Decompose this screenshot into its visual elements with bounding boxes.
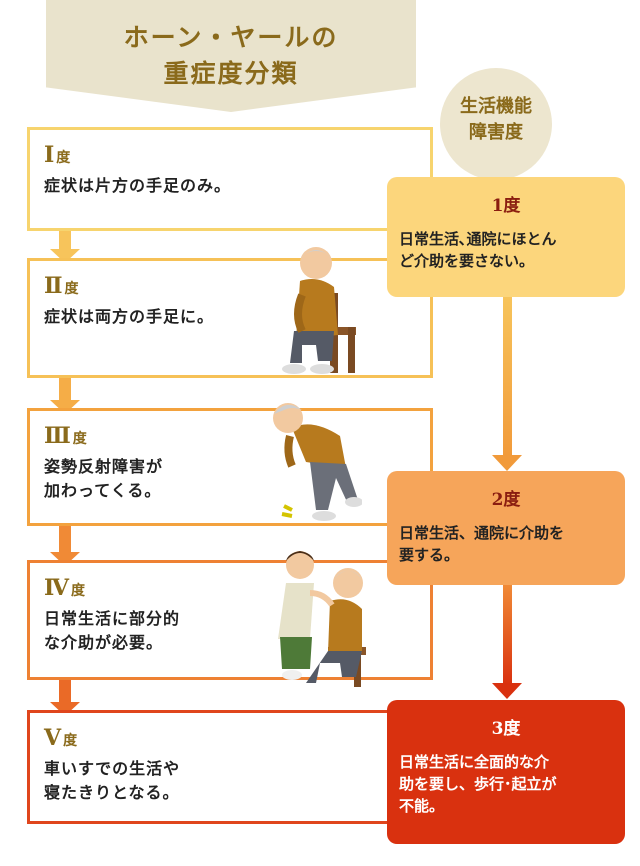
grade-2-box: 2度 日常生活、通院に介助を要する。: [387, 471, 625, 585]
grade-1-box: 1度 日常生活､通院にほとんど介助を要さない。: [387, 177, 625, 297]
stage-3-description: 姿勢反射障害が加わってくる。: [44, 457, 164, 500]
grade-3-label: 3度: [491, 719, 521, 739]
stage-1-description: 症状は片方の手足のみ。: [44, 176, 232, 195]
grade-2-description: 日常生活、通院に介助を要する。: [399, 524, 565, 564]
grade-arrow-2-3: [492, 585, 522, 699]
stage-arrow-4-5: [50, 680, 80, 716]
caregiver-helping-seated-man-icon: [278, 551, 366, 687]
stage-5-description: 車いすでの生活や寝たきりとなる。: [44, 759, 181, 802]
grade-2-label: 2度: [491, 490, 521, 510]
elderly-man-stooping-icon: [273, 403, 362, 521]
grade-1-label: 1度: [491, 196, 521, 216]
grade-arrow-1-2: [492, 297, 522, 471]
diagram-header: ホーン・ヤールの 重症度分類: [46, 0, 416, 112]
grade-3-box: 3度 日常生活に全面的な介助を要し、歩行･起立が不能。: [387, 700, 625, 844]
title-line-2: 重症度分類: [163, 59, 299, 88]
side-label-line-1: 生活機能: [460, 96, 532, 117]
grade-1-description: 日常生活､通院にほとんど介助を要さない。: [399, 230, 557, 270]
stage-arrow-2-3: [50, 378, 80, 414]
side-label-line-2: 障害度: [469, 122, 523, 143]
elderly-man-sitting-icon: [282, 247, 356, 374]
life-function-disability-label: 生活機能 障害度: [440, 68, 552, 180]
stage-2-description: 症状は両方の手足に。: [44, 307, 215, 326]
stage-4-description: 日常生活に部分的な介助が必要。: [44, 609, 181, 652]
grade-3-description: 日常生活に全面的な介助を要し、歩行･起立が不能。: [399, 753, 557, 815]
stage-arrow-1-2: [50, 231, 80, 263]
stage-arrow-3-4: [50, 526, 80, 566]
title-line-1: ホーン・ヤールの: [123, 23, 339, 52]
